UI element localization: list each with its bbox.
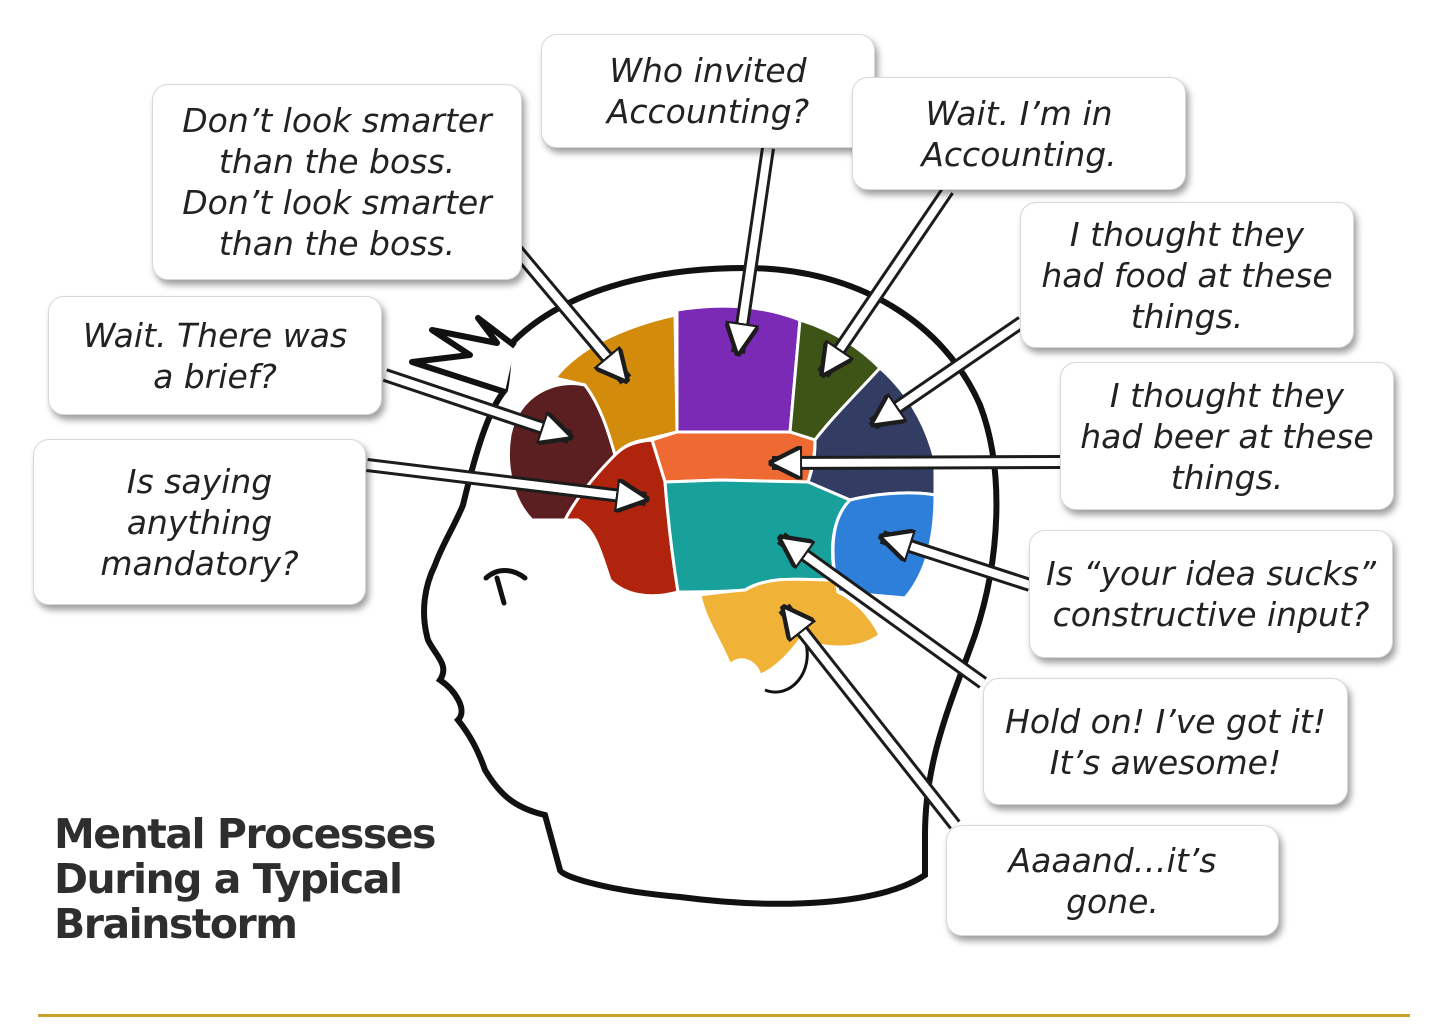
bubble-sucks-text: Is “your idea sucks” constructive input? [1046,554,1376,634]
bubble-hold-on: Hold on! I’ve got it! It’s awesome! [983,678,1348,805]
bubble-hold-on-text: Hold on! I’ve got it! It’s awesome! [1005,701,1326,782]
bubble-who-invited: Who invited Accounting? [541,34,875,148]
bubble-sucks: Is “your idea sucks” constructive input? [1029,530,1393,658]
bubble-mandatory: Is saying anything mandatory? [33,439,366,605]
arrow-gone [778,608,961,830]
arrow-mandatory [366,458,646,499]
arrow-group [366,146,1061,830]
bubble-gone-text: Aaaand…it’s gone. [1008,840,1217,921]
bubble-mandatory-text: Is saying anything mandatory? [100,461,299,583]
arrow-food [873,316,1026,430]
bubble-brief: Wait. There was a brief? [48,296,382,415]
title-line-1: Mental Processes [54,810,436,858]
bubble-im-in-text: Wait. I’m in Accounting. [921,93,1117,174]
arrow-brief [382,368,570,437]
title-line-3: Brainstorm [54,900,298,948]
title-line-2: During a Typical [54,855,403,903]
bubble-beer: I thought they had beer at these things. [1060,362,1394,510]
bubble-who-invited-text: Who invited Accounting? [606,51,810,131]
bubble-im-in: Wait. I’m in Accounting. [852,77,1186,190]
bubble-gone: Aaaand…it’s gone. [946,825,1279,936]
arrow-hold-on [781,532,988,689]
bubble-food-text: I thought they had food at these things. [1041,214,1333,336]
arrow-beer [772,462,1061,463]
arrow-who-invited [738,146,775,353]
hair-tuft [409,315,517,395]
bubble-brief-text: Wait. There was a brief? [82,315,348,396]
arrow-sucks [882,537,1033,592]
bubble-beer-text: I thought they had beer at these things. [1080,375,1374,497]
arrow-smarter [509,243,632,380]
bubble-smarter: Don’t look smarter than the boss. Don’t … [152,84,522,280]
eye [483,568,528,606]
diagram-title: Mental Processes During a Typical Brains… [54,810,436,948]
bubble-smarter-text: Don’t look smarter than the boss. Don’t … [182,101,492,263]
arrow-im-in [817,186,954,374]
bubble-food: I thought they had food at these things. [1020,202,1354,348]
accent-divider [38,1014,1410,1017]
